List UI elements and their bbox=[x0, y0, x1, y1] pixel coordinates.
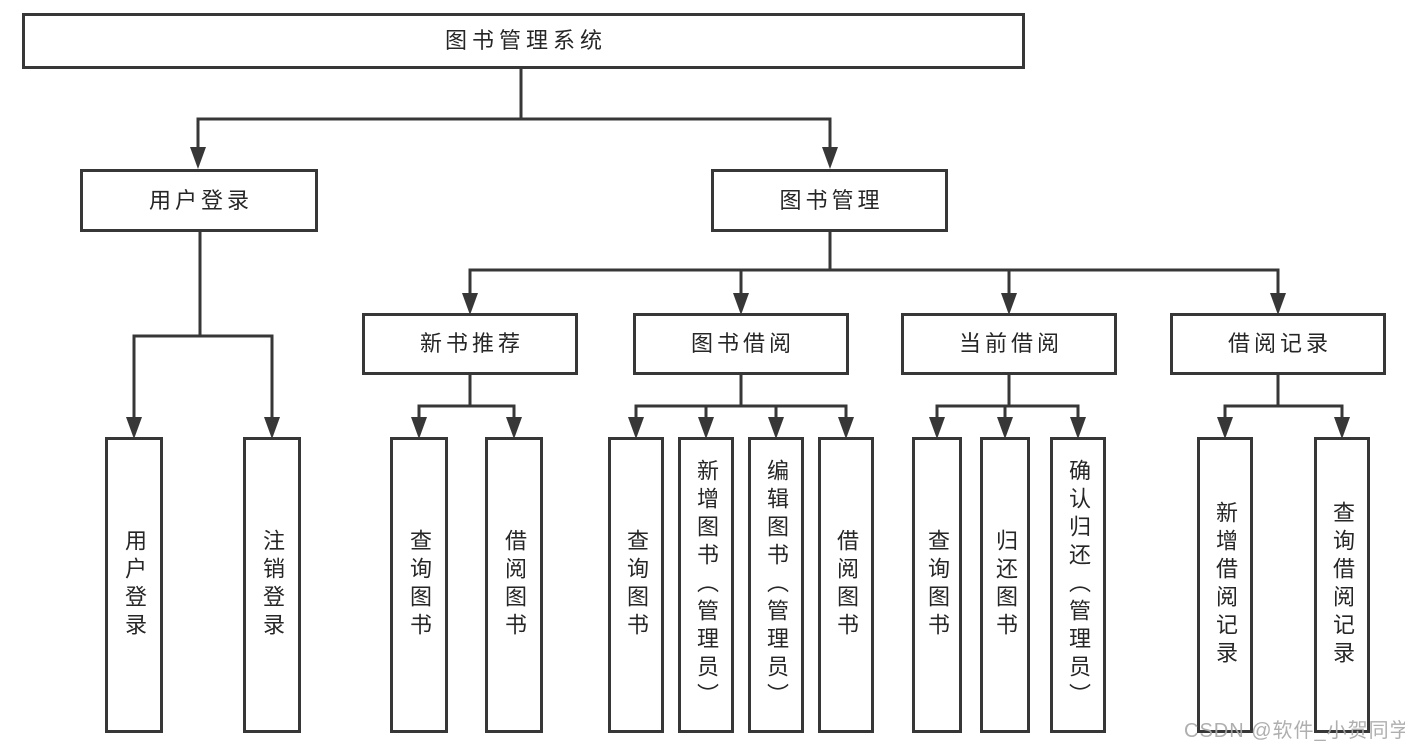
edge-borrow-records-to-leaves bbox=[1217, 373, 1350, 439]
node-leaf-bb-query: 查询图书 bbox=[608, 437, 664, 733]
node-leaf-br-add-label: 新增借阅记录 bbox=[1213, 501, 1238, 669]
node-leaf-bb-borrow-label: 借阅图书 bbox=[834, 529, 859, 641]
edge-user-login-to-leaves bbox=[126, 230, 280, 439]
node-new-book-recommend-label: 新书推荐 bbox=[419, 331, 524, 356]
edge-new-book-recommend-to-leaves bbox=[411, 373, 522, 439]
node-leaf-br-query-label: 查询借阅记录 bbox=[1330, 501, 1355, 669]
node-leaf-logout: 注销登录 bbox=[243, 437, 301, 733]
node-book-borrow-label: 图书借阅 bbox=[690, 331, 795, 356]
node-new-book-recommend: 新书推荐 bbox=[362, 313, 578, 375]
node-leaf-nb-borrow: 借阅图书 bbox=[485, 437, 543, 733]
edge-root-to-level2 bbox=[190, 67, 838, 169]
node-root: 图书管理系统 bbox=[22, 13, 1025, 69]
node-leaf-bb-add-label: 新增图书（管理员） bbox=[694, 459, 719, 711]
node-current-borrow: 当前借阅 bbox=[901, 313, 1117, 375]
node-book-management: 图书管理 bbox=[711, 169, 948, 232]
node-leaf-cb-confirm: 确认归还（管理员） bbox=[1050, 437, 1106, 733]
node-leaf-bb-query-label: 查询图书 bbox=[624, 529, 649, 641]
node-borrow-records-label: 借阅记录 bbox=[1227, 331, 1332, 356]
node-user-login-label: 用户登录 bbox=[148, 187, 253, 213]
node-leaf-bb-borrow: 借阅图书 bbox=[818, 437, 874, 733]
node-user-login: 用户登录 bbox=[80, 169, 318, 232]
node-leaf-cb-return-label: 归还图书 bbox=[993, 529, 1018, 641]
node-leaf-nb-borrow-label: 借阅图书 bbox=[502, 529, 527, 641]
node-book-borrow: 图书借阅 bbox=[633, 313, 849, 375]
node-borrow-records: 借阅记录 bbox=[1170, 313, 1386, 375]
node-current-borrow-label: 当前借阅 bbox=[958, 331, 1063, 356]
node-leaf-bb-edit-label: 编辑图书（管理员） bbox=[764, 459, 789, 711]
node-leaf-cb-confirm-label: 确认归还（管理员） bbox=[1066, 459, 1091, 711]
edge-book-management-to-level3 bbox=[462, 230, 1286, 315]
node-leaf-cb-query-label: 查询图书 bbox=[925, 529, 950, 641]
node-leaf-bb-add: 新增图书（管理员） bbox=[678, 437, 734, 733]
node-leaf-user-login: 用户登录 bbox=[105, 437, 163, 733]
edge-book-borrow-to-leaves bbox=[628, 373, 854, 439]
node-leaf-br-query: 查询借阅记录 bbox=[1314, 437, 1370, 733]
node-leaf-cb-return: 归还图书 bbox=[980, 437, 1030, 733]
node-book-management-label: 图书管理 bbox=[779, 187, 884, 213]
node-leaf-nb-query-label: 查询图书 bbox=[407, 529, 432, 641]
edge-current-borrow-to-leaves bbox=[929, 373, 1086, 439]
node-root-label: 图书管理系统 bbox=[444, 28, 607, 53]
node-leaf-br-add: 新增借阅记录 bbox=[1197, 437, 1253, 733]
node-leaf-nb-query: 查询图书 bbox=[390, 437, 448, 733]
node-leaf-user-login-label: 用户登录 bbox=[122, 529, 147, 641]
node-leaf-bb-edit: 编辑图书（管理员） bbox=[748, 437, 804, 733]
csdn-watermark: CSDN @软件_小贺同学 bbox=[1184, 720, 1405, 742]
node-leaf-cb-query: 查询图书 bbox=[912, 437, 962, 733]
node-leaf-logout-label: 注销登录 bbox=[260, 529, 285, 641]
